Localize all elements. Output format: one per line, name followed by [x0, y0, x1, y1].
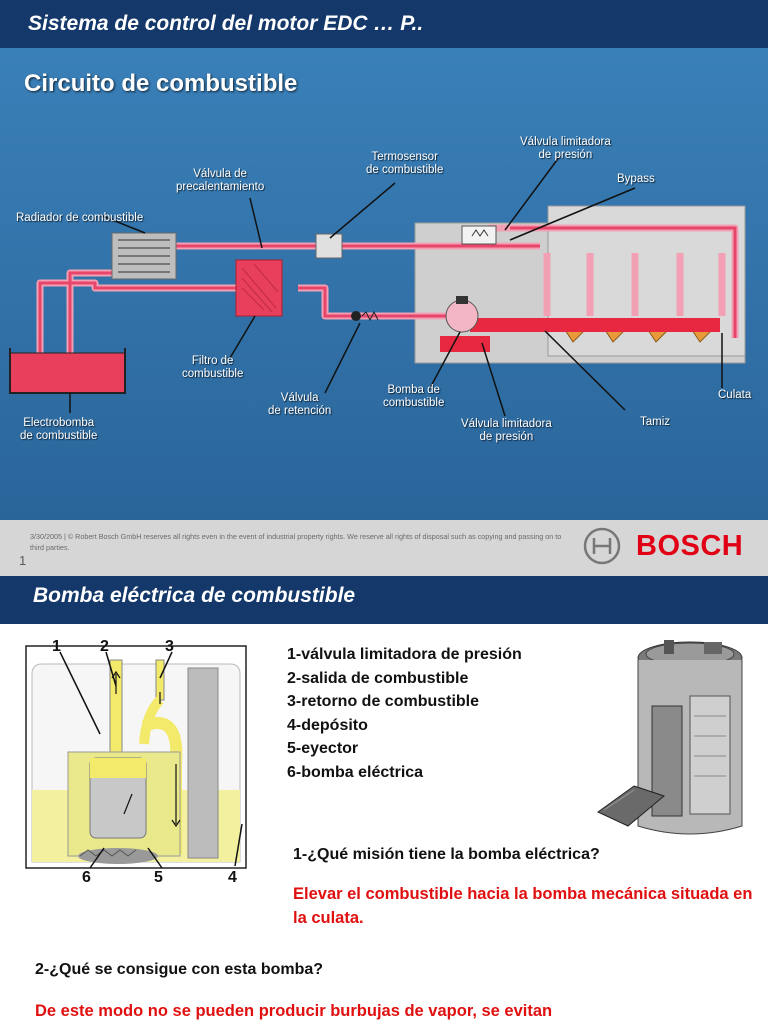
list-item: 4-depósito	[287, 716, 368, 734]
label-line: de retención	[268, 405, 332, 417]
label-line: Válvula de	[193, 168, 247, 180]
mech-pump	[445, 299, 479, 333]
page-number: 1	[19, 553, 27, 568]
label-line: combustible	[383, 397, 445, 409]
fuel-circuit-diagram: Circuito de combustible Radiador de comb…	[0, 48, 768, 520]
callout-6: 6	[82, 869, 91, 882]
label-line: combustible	[182, 368, 244, 380]
label-line: Válvula	[280, 392, 319, 404]
label-line: Termosensor	[371, 151, 438, 163]
label-valvula-retencion: Válvula de retención	[268, 392, 331, 418]
label-line: Bomba de	[387, 384, 440, 396]
label-line: precalentamiento	[176, 181, 265, 193]
label-bomba: Bomba de combustible	[383, 384, 444, 410]
bosch-armature-icon	[583, 527, 621, 565]
pump-module-image	[597, 640, 743, 835]
callout-3: 3	[165, 638, 174, 655]
question-2: 2-¿Qué se consigue con esta bomba?	[35, 961, 324, 978]
list-item: 2-salida de combustible	[287, 669, 469, 687]
slide-title: Sistema de control del motor EDC … P..	[28, 12, 424, 35]
top-title-bar: Sistema de control del motor EDC … P..	[0, 0, 768, 48]
label-filtro: Filtro de combustible	[182, 355, 243, 381]
list-item: 3-retorno de combustible	[287, 693, 480, 710]
label-line: de presión	[479, 431, 534, 443]
slide-footer: 3/30/2005 | © Robert Bosch GmbH reserves…	[0, 520, 768, 576]
label-termosensor: Termosensor de combustible	[366, 151, 443, 177]
answer-2: De este modo no se pueden producir burbu…	[35, 1002, 553, 1020]
list-item: 1-válvula limitadora de presión	[287, 646, 522, 663]
fuel-circuit-drawing	[0, 48, 768, 520]
question-1: 1-¿Qué misión tiene la bomba eléctrica?	[293, 846, 600, 863]
diagram-title: Circuito de combustible	[24, 70, 298, 97]
label-line: Electrobomba	[23, 417, 95, 429]
label-line: Válvula limitadora	[461, 418, 552, 430]
label-valvula-limitadora-top: Válvula limitadora de presión	[520, 136, 611, 162]
answer-1: Elevar el combustible hacia la bomba mec…	[293, 885, 753, 927]
label-line: de presión	[538, 149, 593, 161]
section-title-bar: Bomba eléctrica de combustible	[0, 576, 768, 624]
label-electrobomba: Electrobomba de combustible	[20, 417, 97, 443]
label-tamiz: Tamiz	[640, 416, 671, 428]
fuel-tank	[9, 352, 126, 394]
label-valvula-limitadora-bottom: Válvula limitadora de presión	[461, 418, 552, 444]
label-culata: Culata	[718, 389, 752, 401]
label-line: Filtro de	[191, 355, 234, 367]
rail	[470, 318, 720, 332]
callout-2: 2	[100, 638, 109, 655]
section-title: Bomba eléctrica de combustible	[33, 584, 356, 607]
callout-5: 5	[154, 869, 163, 882]
label-bypass: Bypass	[617, 173, 655, 185]
pump-diagram: 1 2 3 4 5 6	[25, 638, 247, 882]
label-line: de combustible	[20, 430, 98, 442]
parts-list: 1-válvula limitadora de presión 2-salida…	[287, 643, 522, 784]
thermosensor	[315, 233, 343, 259]
list-item: 6-bomba eléctrica	[287, 763, 424, 781]
label-line: Válvula limitadora	[520, 136, 611, 148]
callout-1: 1	[52, 638, 61, 655]
bosch-logo-text: BOSCH	[636, 530, 744, 562]
list-item: 5-eyector	[287, 740, 359, 757]
label-radiador: Radiador de combustible	[16, 212, 144, 224]
copyright-text: 3/30/2005 | © Robert Bosch GmbH reserves…	[30, 532, 562, 552]
callout-4: 4	[228, 869, 237, 882]
label-valvula-precalentamiento: Válvula de precalentamiento	[176, 168, 264, 194]
label-line: de combustible	[366, 164, 444, 176]
